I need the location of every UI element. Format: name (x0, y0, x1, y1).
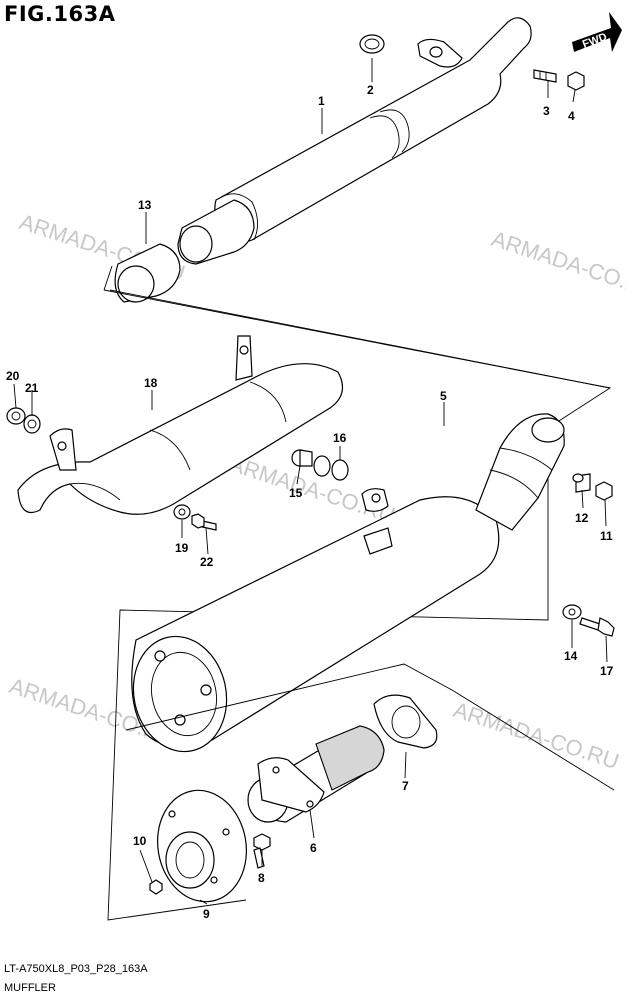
diagram-caption: MUFFLER (4, 982, 56, 994)
nut-part (567, 71, 585, 91)
callout-label: 8 (258, 871, 265, 885)
callout-label: 19 (175, 541, 189, 555)
arrester-gasket-part (373, 694, 438, 749)
callout-label: 9 (203, 907, 210, 921)
rear-collar-part (572, 473, 591, 493)
figure-title: FIG.163A (4, 2, 116, 26)
spacer-part (23, 414, 41, 434)
callout-label: 10 (133, 834, 147, 848)
muffler-part (131, 413, 565, 753)
callout-label: 13 (138, 198, 152, 212)
grommet-bolt-part (291, 449, 313, 467)
callout-label: 7 (402, 779, 409, 793)
callout-label: 16 (333, 431, 347, 445)
fwd-arrow-icon: FWD (572, 12, 622, 52)
washer-part (173, 504, 191, 520)
callout-label: 20 (6, 369, 20, 383)
stud-bolt-part (533, 69, 557, 83)
bolt-part (191, 513, 217, 531)
callout-label: 14 (564, 649, 578, 663)
heat-shield-part (17, 335, 344, 515)
callout-label: 6 (310, 841, 317, 855)
rear-washer-part (562, 604, 582, 620)
leader-lines (13, 58, 608, 905)
watermark: ARMADA-CO.RU (488, 226, 626, 303)
svg-text:FWD: FWD (581, 31, 609, 51)
callout-label: 2 (367, 83, 374, 97)
pipe-gasket-part (114, 243, 181, 303)
assembly-frame (107, 289, 612, 921)
pipe-joint-part (177, 199, 255, 265)
callout-label: 4 (568, 109, 575, 123)
arrester-bolt-part (253, 833, 271, 869)
watermark: ARMADA-CO.RU (450, 697, 622, 774)
gasket-ring-part (359, 34, 385, 54)
end-cap-part (156, 789, 248, 903)
callout-label: 15 (289, 486, 303, 500)
grommet-part (313, 455, 349, 481)
callout-label: 1 (318, 94, 325, 108)
callout-label: 18 (144, 376, 158, 390)
inner-frame (125, 663, 615, 791)
callout-label: 5 (440, 389, 447, 403)
callout-label: 11 (600, 529, 613, 543)
collar-part (6, 407, 26, 425)
callout-label: 22 (200, 555, 214, 569)
callout-label: 21 (25, 381, 39, 395)
flange-bolt-part (579, 617, 615, 637)
spark-arrester-part (247, 725, 385, 823)
callout-label: 3 (543, 104, 550, 118)
end-cap-screw-part (149, 879, 163, 895)
diagram-code: LT-A750XL8_P03_P28_163A (4, 963, 148, 975)
callout-label: 12 (575, 511, 589, 525)
callout-label: 17 (600, 664, 614, 678)
exhaust-pipe-part (214, 17, 532, 244)
rear-bolt-part (595, 481, 613, 501)
